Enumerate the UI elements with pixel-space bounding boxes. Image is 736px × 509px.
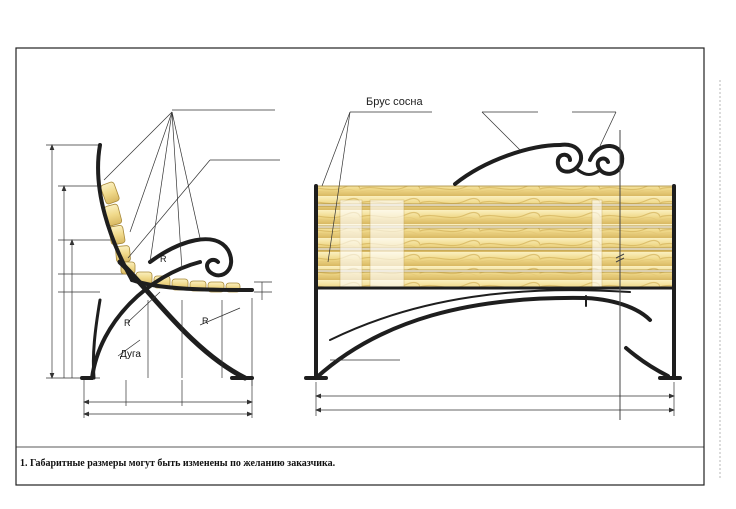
side-horizontal-dimensions — [83, 380, 253, 418]
side-vertical-dimensions — [46, 144, 132, 379]
dimensions-note: 1. Габаритные размеры могут быть изменен… — [20, 458, 336, 469]
side-metal-frame — [80, 143, 254, 381]
front-planks — [315, 185, 675, 289]
front-horizontal-dimensions — [315, 382, 675, 416]
timber-label: Брус сосна — [366, 96, 423, 108]
front-metal-frame — [304, 142, 682, 380]
frame-border — [15, 47, 705, 486]
radius-label-2: R — [124, 318, 131, 328]
radius-label-1: R — [160, 254, 167, 264]
side-leader-lines — [103, 109, 280, 378]
front-view — [304, 111, 682, 420]
arc-label: Дуга — [120, 349, 141, 360]
radius-label-3: R — [202, 316, 209, 326]
side-view — [46, 109, 280, 418]
